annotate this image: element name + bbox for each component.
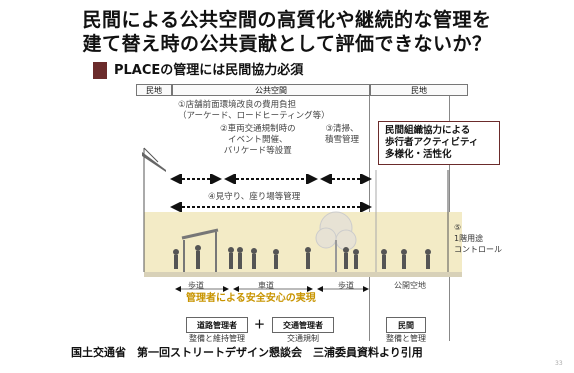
road-manager-caption: 整備と維持管理 [189, 334, 245, 343]
label-sidewalk-left: 歩道 [188, 281, 204, 290]
header-private-right: 民地 [370, 84, 468, 96]
label-sidewalk-right: 歩道 [338, 281, 354, 290]
annotation-3: ③清掃、 積雪管理 [325, 124, 360, 145]
section-arrows [175, 286, 369, 292]
annotation-1: ①店舗前面環境改良の費用負担 （アーケード、ロードヒーティング等） [178, 100, 330, 121]
label-roadway: 車道 [258, 281, 274, 290]
annotation-2: ②車両交通規制時の イベント開催、 バリケード等設置 [220, 124, 296, 156]
slide-title-line2: 建て替え時の公共貢献として評価できないか？ [82, 33, 492, 55]
annotation-4: ④見守り、座り場等管理 [208, 192, 301, 202]
highlight-box: 民間組織協力による 歩行者アクティビティ 多様化・活性化 [378, 121, 500, 165]
header-public-space: 公共空間 [172, 84, 370, 96]
street-scene-illustration [142, 147, 449, 272]
traffic-manager-box: 交通管理者 [272, 317, 334, 333]
ground-line [144, 272, 462, 277]
plus-sign: ＋ [254, 318, 265, 331]
traffic-manager-caption: 交通規制 [287, 334, 319, 343]
floor-use-note: ⑤ 1階用途 コントロール [454, 223, 502, 254]
safety-banner: 管理者による安全安心の実現 [186, 293, 316, 304]
range-arrows-row2 [170, 202, 372, 212]
range-arrows-row1 [170, 174, 372, 184]
subheading: PLACEの管理には民間協力必須 [114, 63, 304, 78]
subheading-marker [93, 62, 107, 79]
label-public-open-space: 公開空地 [394, 281, 426, 290]
private-manager-caption: 整備と管理 [386, 334, 426, 343]
page-number: 33 [555, 360, 563, 367]
road-manager-box: 道路管理者 [186, 317, 248, 333]
source-citation: 国土交通省 第一回ストリートデザイン懇談会 三浦委員資料より引用 [71, 346, 423, 359]
private-manager-box: 民間 [386, 317, 426, 333]
slide-title-line1: 民間による公共空間の高質化や継続的な管理を [82, 9, 492, 31]
header-private-left: 民地 [136, 84, 172, 96]
